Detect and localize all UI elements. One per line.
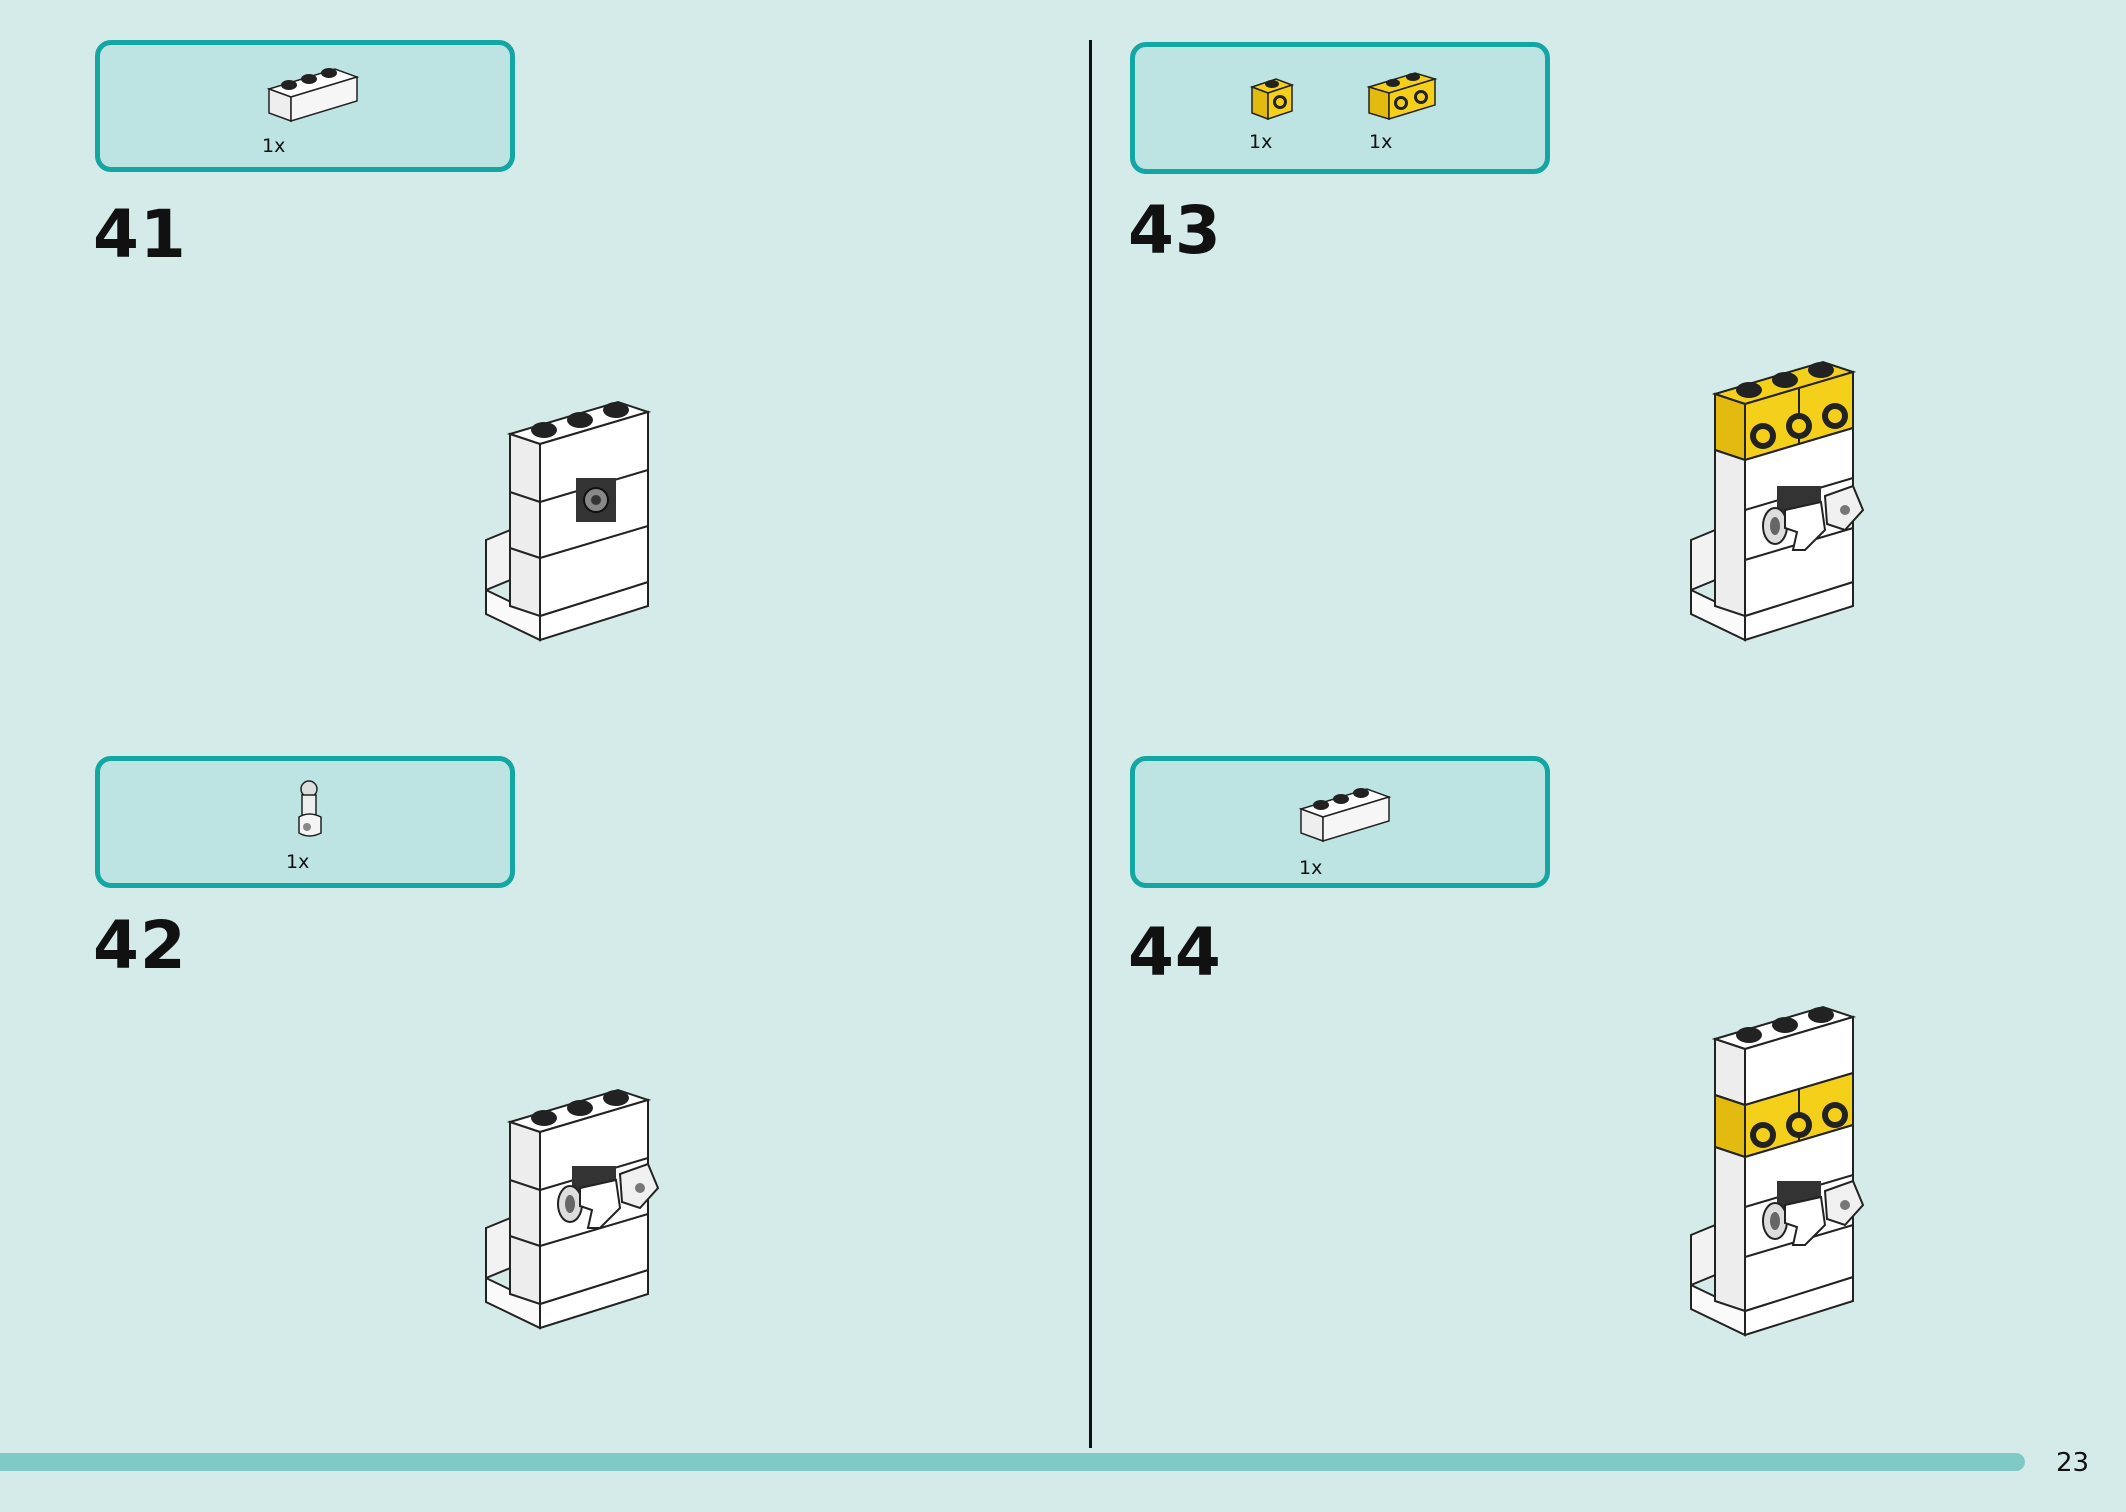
step-number-44: 44 (1128, 914, 1222, 991)
page-divider (1089, 40, 1092, 1448)
footer-progress-bar (0, 1453, 2025, 1471)
step-number-43: 43 (1128, 192, 1222, 269)
parts-box-step-42: 1x (95, 756, 515, 888)
part-quantity: 1x (1369, 131, 1393, 153)
yellow-brick-1x1-icon (1249, 78, 1295, 121)
part-quantity: 1x (286, 851, 310, 873)
white-robot-arm-piece-icon (298, 780, 322, 837)
step-44-assembly-image (1690, 1005, 1865, 1337)
part-quantity: 1x (1249, 131, 1273, 153)
parts-box-step-41: 1x (95, 40, 515, 172)
step-41-assembly-image (485, 400, 652, 642)
part-quantity: 1x (1299, 857, 1323, 879)
parts-box-step-44: 1x (1130, 756, 1550, 888)
step-number-42: 42 (93, 907, 187, 984)
white-brick-1x3-icon (1298, 788, 1392, 843)
step-number-41: 41 (93, 196, 187, 273)
part-quantity: 1x (262, 135, 286, 157)
parts-box-step-43: 1x 1x (1130, 42, 1550, 174)
step-42-assembly-image (485, 1088, 660, 1330)
white-brick-1x3-icon (266, 68, 360, 123)
step-43-assembly-image (1690, 360, 1865, 642)
page-number: 23 (2056, 1448, 2090, 1478)
yellow-brick-1x2-icon (1366, 72, 1438, 121)
